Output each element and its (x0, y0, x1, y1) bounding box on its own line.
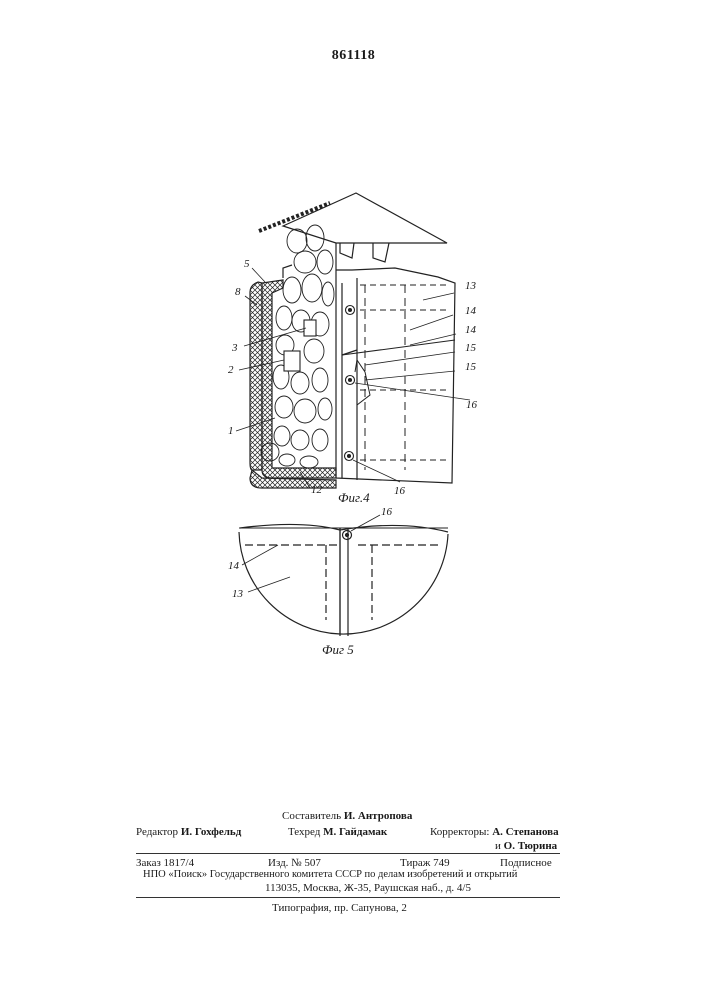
tech-name: М. Гайдамак (323, 826, 387, 838)
printer-rule (136, 897, 560, 898)
imprint-rule (136, 853, 560, 854)
correctors-line-2: и О. Тюрина (495, 840, 557, 852)
editor-line: Редактор И. Гохфельд (136, 826, 241, 838)
editor-name: И. Гохфельд (181, 826, 241, 838)
order-number: Заказ 1817/4 (136, 857, 194, 869)
callout-16-fig5: 16 (381, 506, 392, 518)
address-line: 113035, Москва, Ж-35, Раушская наб., д. … (265, 882, 471, 894)
circulation: Тираж 749 (400, 857, 450, 869)
tech-line: Техред М. Гайдамак (288, 826, 387, 838)
figure-5-caption: Фиг 5 (322, 642, 354, 658)
printer-line: Типография, пр. Сапунова, 2 (272, 902, 407, 914)
compiler-line: Составитель И. Антропова (282, 810, 412, 822)
callout-14-fig5: 14 (228, 560, 239, 572)
edition-number: Изд. № 507 (268, 857, 321, 869)
publisher-line: НПО «Поиск» Государственного комитета СС… (143, 869, 517, 880)
corrector-1: А. Степанова (492, 826, 558, 838)
subscription: Подписное (500, 857, 552, 869)
compiler-name: И. Антропова (344, 810, 413, 822)
corrector-2: О. Тюрина (504, 840, 558, 852)
correctors-line: Корректоры: А. Степанова (430, 826, 559, 838)
callout-13-fig5: 13 (232, 588, 243, 600)
